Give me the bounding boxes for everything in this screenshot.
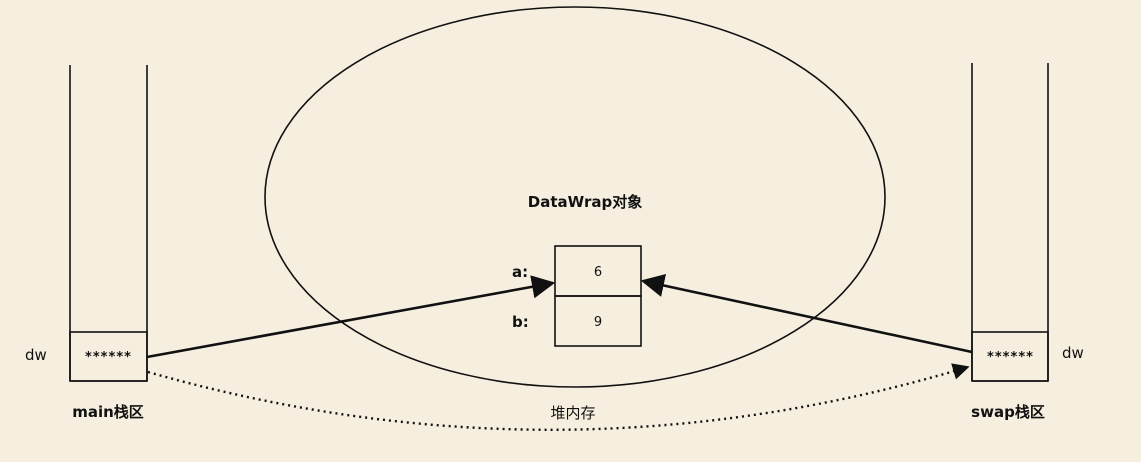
main-stack-var-name: dw [25,346,47,364]
main-stack-var-value: ****** [85,350,132,365]
field-value-b: 9 [594,315,602,330]
swap-stack-label: swap栈区 [971,403,1045,421]
object-label: DataWrap对象 [528,193,642,211]
swap-dw-reference-arrow [640,274,973,354]
swap-stack: ****** dw swap栈区 [971,63,1084,421]
copy-reference-dotted-arrow [147,363,970,431]
heap-memory-region [264,6,886,388]
swap-stack-var-value: ****** [987,350,1034,365]
main-dw-reference-arrow [146,275,556,359]
swap-stack-var-cell [971,331,1049,382]
field-cell-b [554,295,642,347]
field-name-b: b: [512,313,529,331]
heap-region-label: 堆内存 [550,404,595,422]
field-name-a: a: [512,263,528,281]
main-stack-label: main栈区 [72,403,144,421]
field-value-a: 6 [594,265,602,280]
datawrap-object: a: b: 6 9 [512,245,642,347]
main-stack: ****** dw main栈区 [25,65,148,421]
swap-stack-var-name: dw [1062,344,1084,362]
